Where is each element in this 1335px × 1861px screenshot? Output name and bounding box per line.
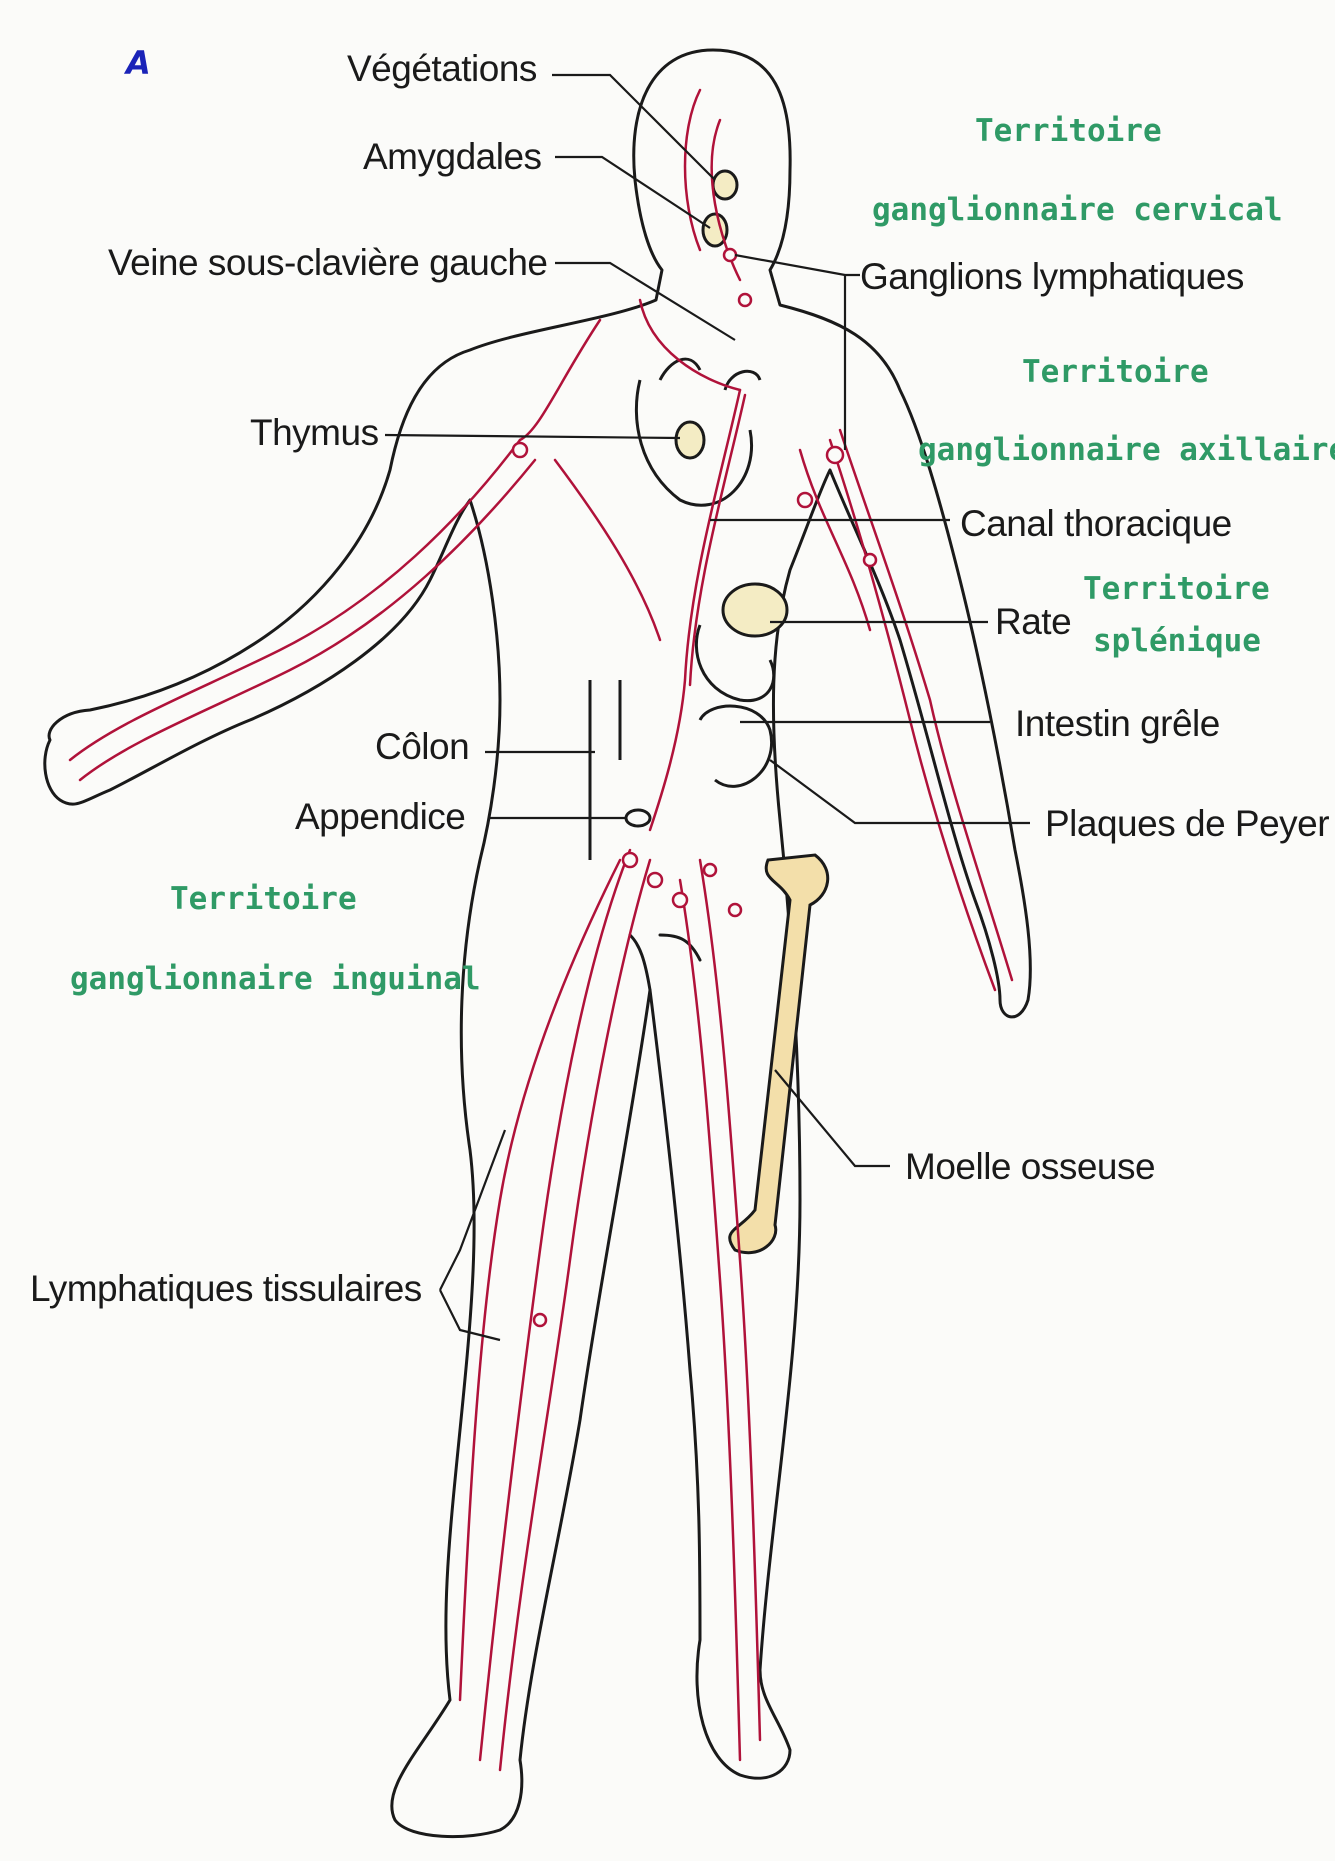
territory-cervical-line2: ganglionnaire cervical <box>872 195 1283 226</box>
appendix-organ <box>626 810 650 826</box>
label-intestin-grele: Intestin grêle <box>1015 705 1220 742</box>
label-amygdales: Amygdales <box>363 138 542 175</box>
label-moelle-osseuse: Moelle osseuse <box>905 1148 1155 1185</box>
lymph-node <box>739 294 751 306</box>
lymph-node <box>534 1314 546 1326</box>
lymph-node <box>648 873 662 887</box>
label-appendice: Appendice <box>295 798 465 835</box>
lymph-nodes <box>513 249 876 1326</box>
lymph-node <box>704 864 716 876</box>
label-ganglions-lymphatiques: Ganglions lymphatiques <box>860 258 1244 295</box>
femur-bone <box>730 855 828 1253</box>
label-veine-sous-claviere: Veine sous-clavière gauche <box>108 244 548 281</box>
label-rate: Rate <box>995 603 1071 640</box>
lymphatic-vessels <box>70 90 1012 1770</box>
lymph-node <box>827 447 843 463</box>
label-vegetations: Végétations <box>347 50 537 87</box>
spleen-organ <box>723 584 787 636</box>
label-plaques-de-peyer: Plaques de Peyer <box>1045 805 1329 842</box>
label-canal-thoracique: Canal thoracique <box>960 505 1232 542</box>
lymph-node <box>673 893 687 907</box>
territory-axillaire-line2: ganglionnaire axillaire <box>918 435 1335 466</box>
territory-inguinal-line1: Territoire <box>170 884 357 915</box>
body-outline <box>45 50 1031 1837</box>
lymph-node <box>513 443 527 457</box>
label-colon: Côlon <box>375 728 469 765</box>
territory-inguinal-line2: ganglionnaire inguinal <box>70 964 481 995</box>
panel-letter: A <box>126 44 151 82</box>
territory-cervical-line1: Territoire <box>975 116 1162 147</box>
adenoids-organ <box>713 171 737 199</box>
lymph-node <box>729 904 741 916</box>
lymph-node <box>623 853 637 867</box>
lymph-node <box>798 493 812 507</box>
label-lymphatiques-tissulaires: Lymphatiques tissulaires <box>30 1270 422 1307</box>
label-thymus: Thymus <box>250 414 379 451</box>
lymph-node <box>864 554 876 566</box>
territory-axillaire-line1: Territoire <box>1022 357 1209 388</box>
lymph-node <box>724 249 736 261</box>
territory-splenique-line2: splénique <box>1093 626 1261 657</box>
thymus-organ <box>676 422 704 458</box>
territory-splenique-line1: Territoire <box>1083 574 1270 605</box>
